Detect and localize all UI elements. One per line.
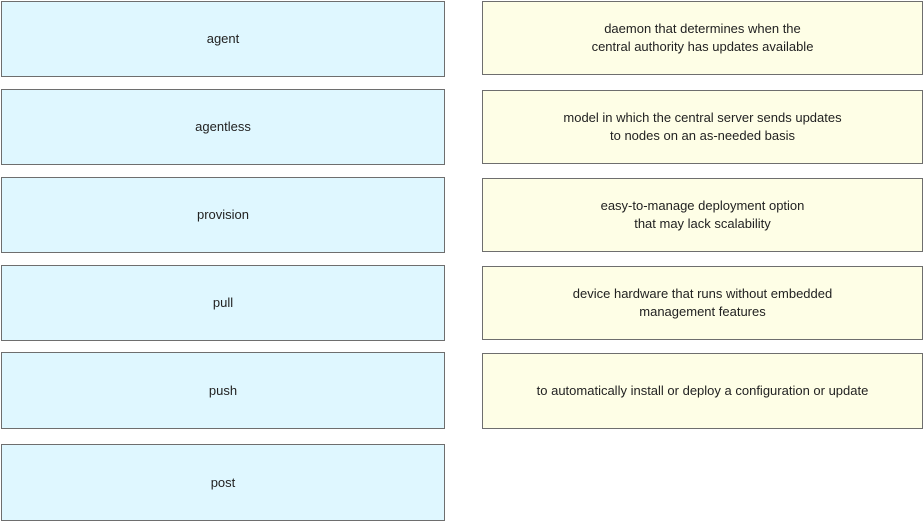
definition-line-1: model in which the central server sends … — [563, 110, 842, 125]
definition-text: device hardware that runs without embedd… — [573, 285, 832, 321]
term-label: push — [208, 382, 238, 398]
term-agent[interactable]: agent — [1, 1, 445, 77]
definition-line-1: to automatically install or deploy a con… — [536, 383, 869, 398]
term-provision[interactable]: provision — [1, 177, 445, 253]
definition-device-hardware[interactable]: device hardware that runs without embedd… — [482, 266, 923, 340]
definition-line-1: device hardware that runs without embedd… — [572, 286, 833, 301]
term-pull[interactable]: pull — [1, 265, 445, 341]
definition-line-1: easy-to-manage deployment option — [600, 198, 805, 213]
term-agentless[interactable]: agentless — [1, 89, 445, 165]
definition-line-2: central authority has updates available — [591, 39, 814, 54]
term-label: agentless — [195, 119, 251, 134]
definition-line-2: management features — [639, 304, 766, 319]
term-push[interactable]: push — [1, 352, 445, 429]
definition-text: daemon that determines when the central … — [592, 20, 814, 56]
term-label: post — [210, 474, 236, 490]
definition-text: model in which the central server sends … — [563, 109, 841, 145]
definition-automatically-install[interactable]: to automatically install or deploy a con… — [482, 353, 923, 429]
definition-line-2: that may lack scalability — [634, 216, 771, 231]
definition-text: easy-to-manage deployment option that ma… — [601, 197, 805, 233]
term-label: pull — [212, 295, 234, 310]
term-post[interactable]: post — [1, 444, 445, 521]
definition-easy-to-manage[interactable]: easy-to-manage deployment option that ma… — [482, 178, 923, 252]
definition-text: to automatically install or deploy a con… — [537, 382, 869, 400]
definition-daemon[interactable]: daemon that determines when the central … — [482, 1, 923, 75]
term-label: provision — [196, 207, 250, 222]
term-label: agent — [206, 31, 240, 46]
definition-central-server-sends[interactable]: model in which the central server sends … — [482, 90, 923, 164]
definition-line-2: to nodes on an as-needed basis — [609, 128, 796, 143]
definition-line-1: daemon that determines when the — [604, 21, 801, 36]
